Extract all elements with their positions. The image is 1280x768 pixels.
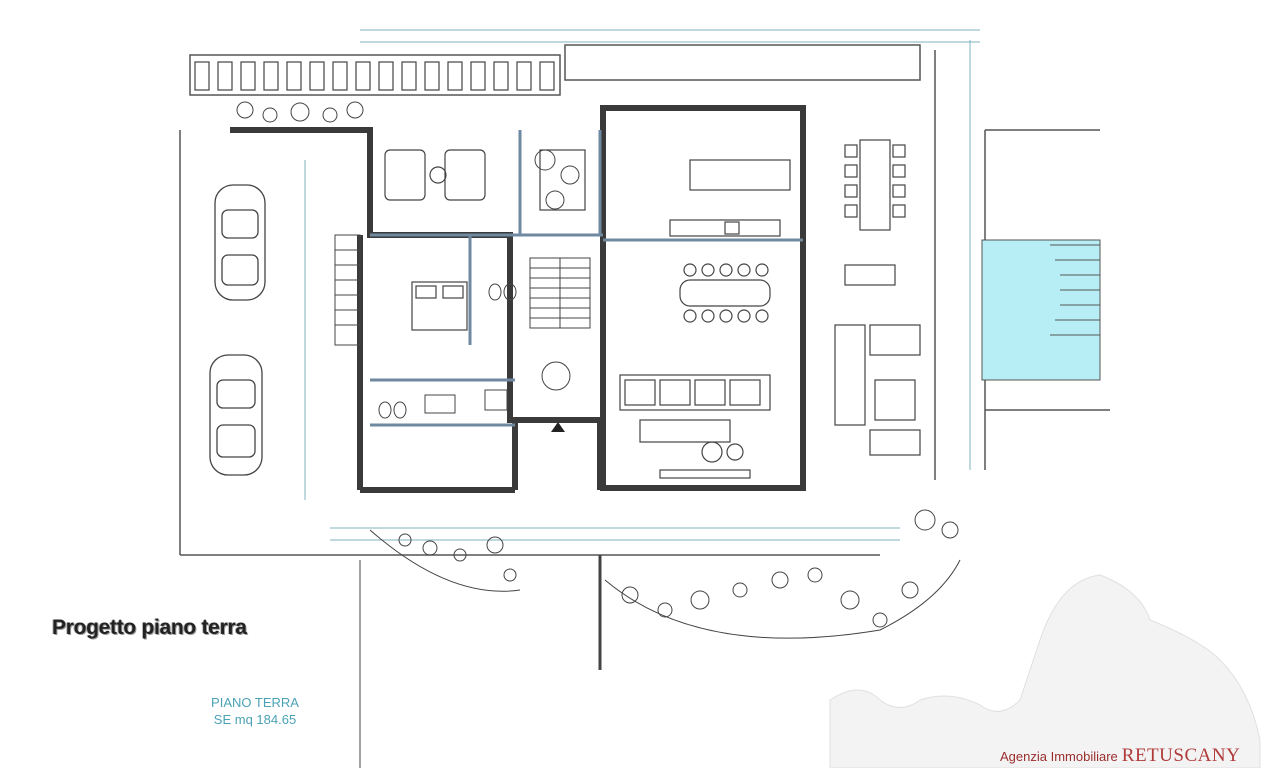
outdoor-dining: [844, 139, 906, 231]
dimension-lines: [304, 29, 980, 541]
floor-surface: SE mq 184.65: [213, 712, 297, 727]
bathroom-fixtures: [378, 283, 571, 419]
entrance-arrow-icon: [551, 422, 565, 432]
kitchen-island: [669, 159, 791, 237]
bed: [411, 281, 468, 331]
interior-walls: [370, 130, 803, 427]
lounge-furniture: [384, 149, 586, 211]
staircase: [334, 234, 591, 346]
floor-name: PIANO TERRA: [211, 695, 299, 710]
agency-brand: RETUSCANY: [1121, 745, 1241, 766]
dining-table: [679, 263, 771, 323]
floor-area-label: PIANO TERRA SE mq 184.65: [200, 694, 310, 728]
car: [214, 184, 266, 301]
garden-planting: [236, 101, 961, 639]
outdoor-lounge: [834, 264, 921, 456]
watermark-hill-shape: [829, 574, 1261, 768]
living-sofa: [619, 374, 771, 479]
exterior-walls: [230, 105, 806, 493]
fence-posts: [194, 61, 555, 91]
car: [209, 354, 263, 476]
agency-prefix: Agenzia Immobiliare: [1000, 749, 1118, 764]
pool: [981, 239, 1101, 381]
plan-caption: Progetto piano terra: [52, 616, 247, 639]
site-outline: [179, 44, 1110, 556]
